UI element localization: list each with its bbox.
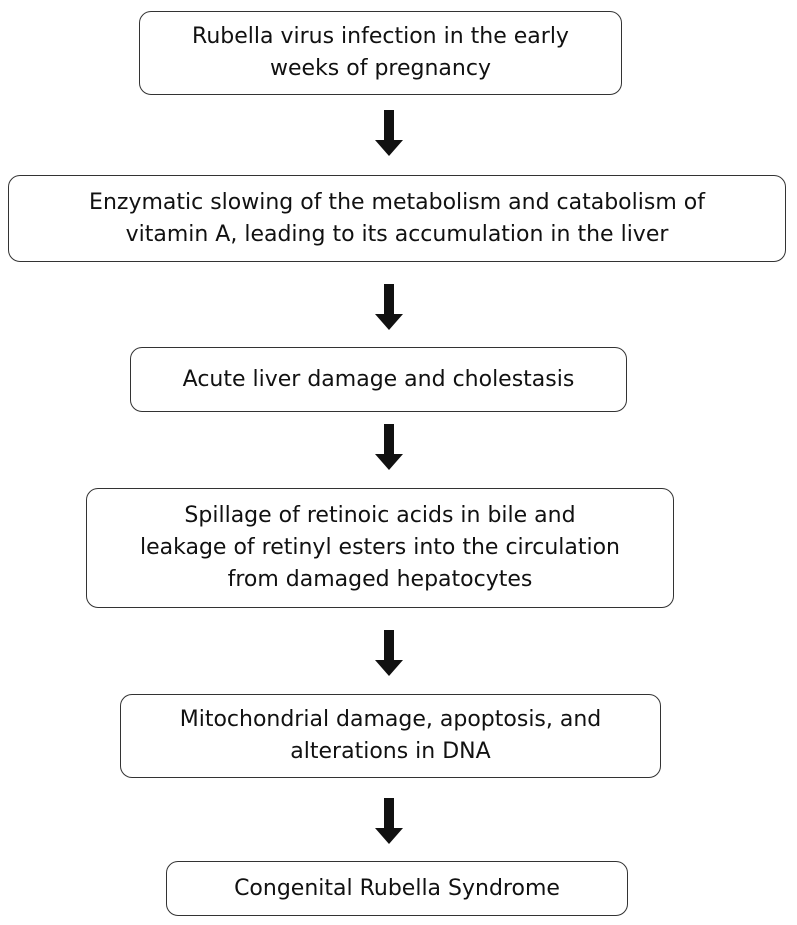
step-acute-liver-damage: Acute liver damage and cholestasis — [130, 347, 627, 412]
down-arrow-icon — [375, 798, 403, 844]
step-text: Rubella virus infection in the early wee… — [192, 24, 569, 81]
down-arrow-icon — [375, 110, 403, 156]
step-text: Acute liver damage and cholestasis — [182, 366, 575, 392]
step-text: Mitochondrial damage, apoptosis, and alt… — [179, 707, 602, 764]
step-text: Congenital Rubella Syndrome — [234, 875, 560, 901]
down-arrow-icon — [375, 284, 403, 330]
step-congenital-rubella-syndrome: Congenital Rubella Syndrome — [166, 861, 628, 916]
step-retinoic-spillage: Spillage of retinoic acids in bile and l… — [86, 488, 674, 608]
step-mitochondrial-damage: Mitochondrial damage, apoptosis, and alt… — [120, 694, 661, 778]
step-text: Enzymatic slowing of the metabolism and … — [89, 189, 705, 247]
down-arrow-icon — [375, 424, 403, 470]
down-arrow-icon — [375, 630, 403, 676]
step-rubella-infection: Rubella virus infection in the early wee… — [139, 11, 622, 95]
step-vitamin-a-accumulation: Enzymatic slowing of the metabolism and … — [8, 175, 786, 262]
step-text: Spillage of retinoic acids in bile and l… — [140, 503, 620, 592]
